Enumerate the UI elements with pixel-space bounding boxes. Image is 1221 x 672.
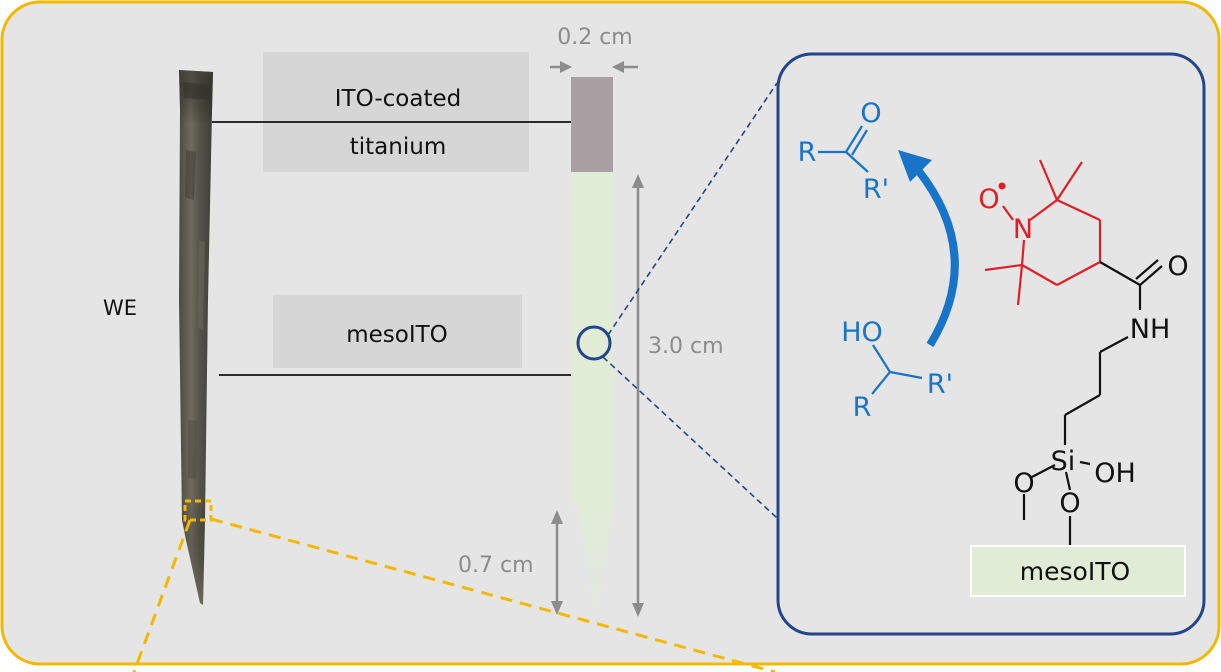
tip-dim-arrowhead-top xyxy=(551,510,563,524)
surface-O: O xyxy=(1059,488,1080,519)
ito-label-line1: ITO-coated xyxy=(335,86,461,112)
length-dim-label: 3.0 cm xyxy=(648,334,724,359)
meso-label-box xyxy=(273,295,522,368)
we-label: WE xyxy=(103,296,137,320)
silanol-OH: OH xyxy=(1094,458,1136,489)
ketone-structure xyxy=(818,125,869,173)
length-dim-arrowhead-bottom xyxy=(632,603,644,617)
radical-dot xyxy=(998,182,1006,190)
width-dim-label: 0.2 cm xyxy=(557,25,633,50)
tempo-O: O xyxy=(978,184,999,215)
length-dim-arrowhead-top xyxy=(632,174,644,188)
reaction-arrow xyxy=(914,167,959,348)
zoom-line-left xyxy=(132,519,192,672)
ito-label-box xyxy=(263,52,529,172)
magnifier-circle xyxy=(576,325,612,361)
electrode-schematic xyxy=(571,77,613,612)
width-dim-arrowhead-left xyxy=(560,61,572,73)
inset-panel xyxy=(776,52,1206,636)
width-dim-arrowhead-right xyxy=(612,61,624,73)
reaction-arrowhead xyxy=(898,150,932,182)
meso-label: mesoITO xyxy=(346,322,448,348)
zoom-marker xyxy=(183,499,213,522)
ketone-O: O xyxy=(860,98,881,129)
methoxy-O: O xyxy=(1013,468,1034,499)
alcohol-R: R xyxy=(853,392,872,423)
tempo-ring xyxy=(984,159,1102,306)
inset-zoom-line-top xyxy=(607,82,778,336)
electrode-photo xyxy=(179,70,213,605)
alcohol-Rprime: R' xyxy=(927,369,953,400)
tempo-N: N xyxy=(1013,214,1033,245)
surface-box xyxy=(970,545,1186,597)
silanol-Si: Si xyxy=(1051,446,1076,477)
amide-NH: NH xyxy=(1130,314,1171,345)
amide-linker xyxy=(1022,259,1163,545)
alcohol-HO: HO xyxy=(841,317,883,348)
zoom-line-right xyxy=(210,517,776,672)
ito-label-line2: titanium xyxy=(350,134,446,160)
ketone-R: R xyxy=(798,137,817,168)
alcohol-structure xyxy=(871,344,923,395)
tip-dim-label: 0.7 cm xyxy=(458,553,534,578)
surface-label: mesoITO xyxy=(1020,557,1130,586)
tip-dim-arrowhead-bottom xyxy=(551,601,563,615)
ketone-Rprime: R' xyxy=(863,174,889,205)
amide-O: O xyxy=(1167,251,1188,282)
